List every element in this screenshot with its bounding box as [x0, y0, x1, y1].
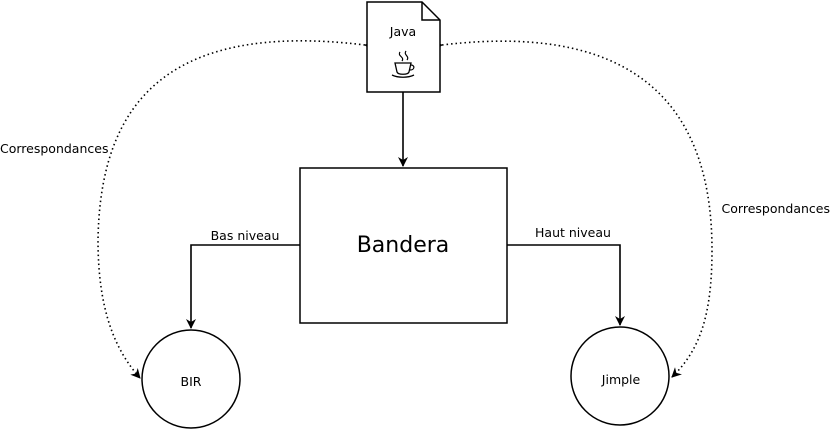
right-correspondances-label: Correspondances [722, 201, 830, 216]
bandera-to-jimple-arrow [507, 244, 625, 326]
java-coffee-cup-icon [391, 50, 415, 78]
bandera-label: Bandera [357, 233, 450, 258]
java-label: Java [389, 24, 416, 39]
jimple-label: Jimple [601, 372, 641, 387]
jimple-node [570, 326, 670, 426]
java-file-fold [421, 2, 440, 21]
java-file-node: Java [366, 1, 441, 93]
left-correspondances-label: Correspondances [0, 141, 108, 156]
bir-node [141, 329, 241, 429]
bir-label: BIR [181, 374, 202, 389]
left-correspondence-arc [97, 40, 375, 379]
bandera-to-bir-arrow [186, 244, 300, 329]
java-file-shape [366, 1, 441, 93]
bas-niveau-label: Bas niveau [211, 228, 280, 243]
right-correspondence-arc [432, 40, 713, 378]
haut-niveau-label: Haut niveau [535, 225, 611, 240]
